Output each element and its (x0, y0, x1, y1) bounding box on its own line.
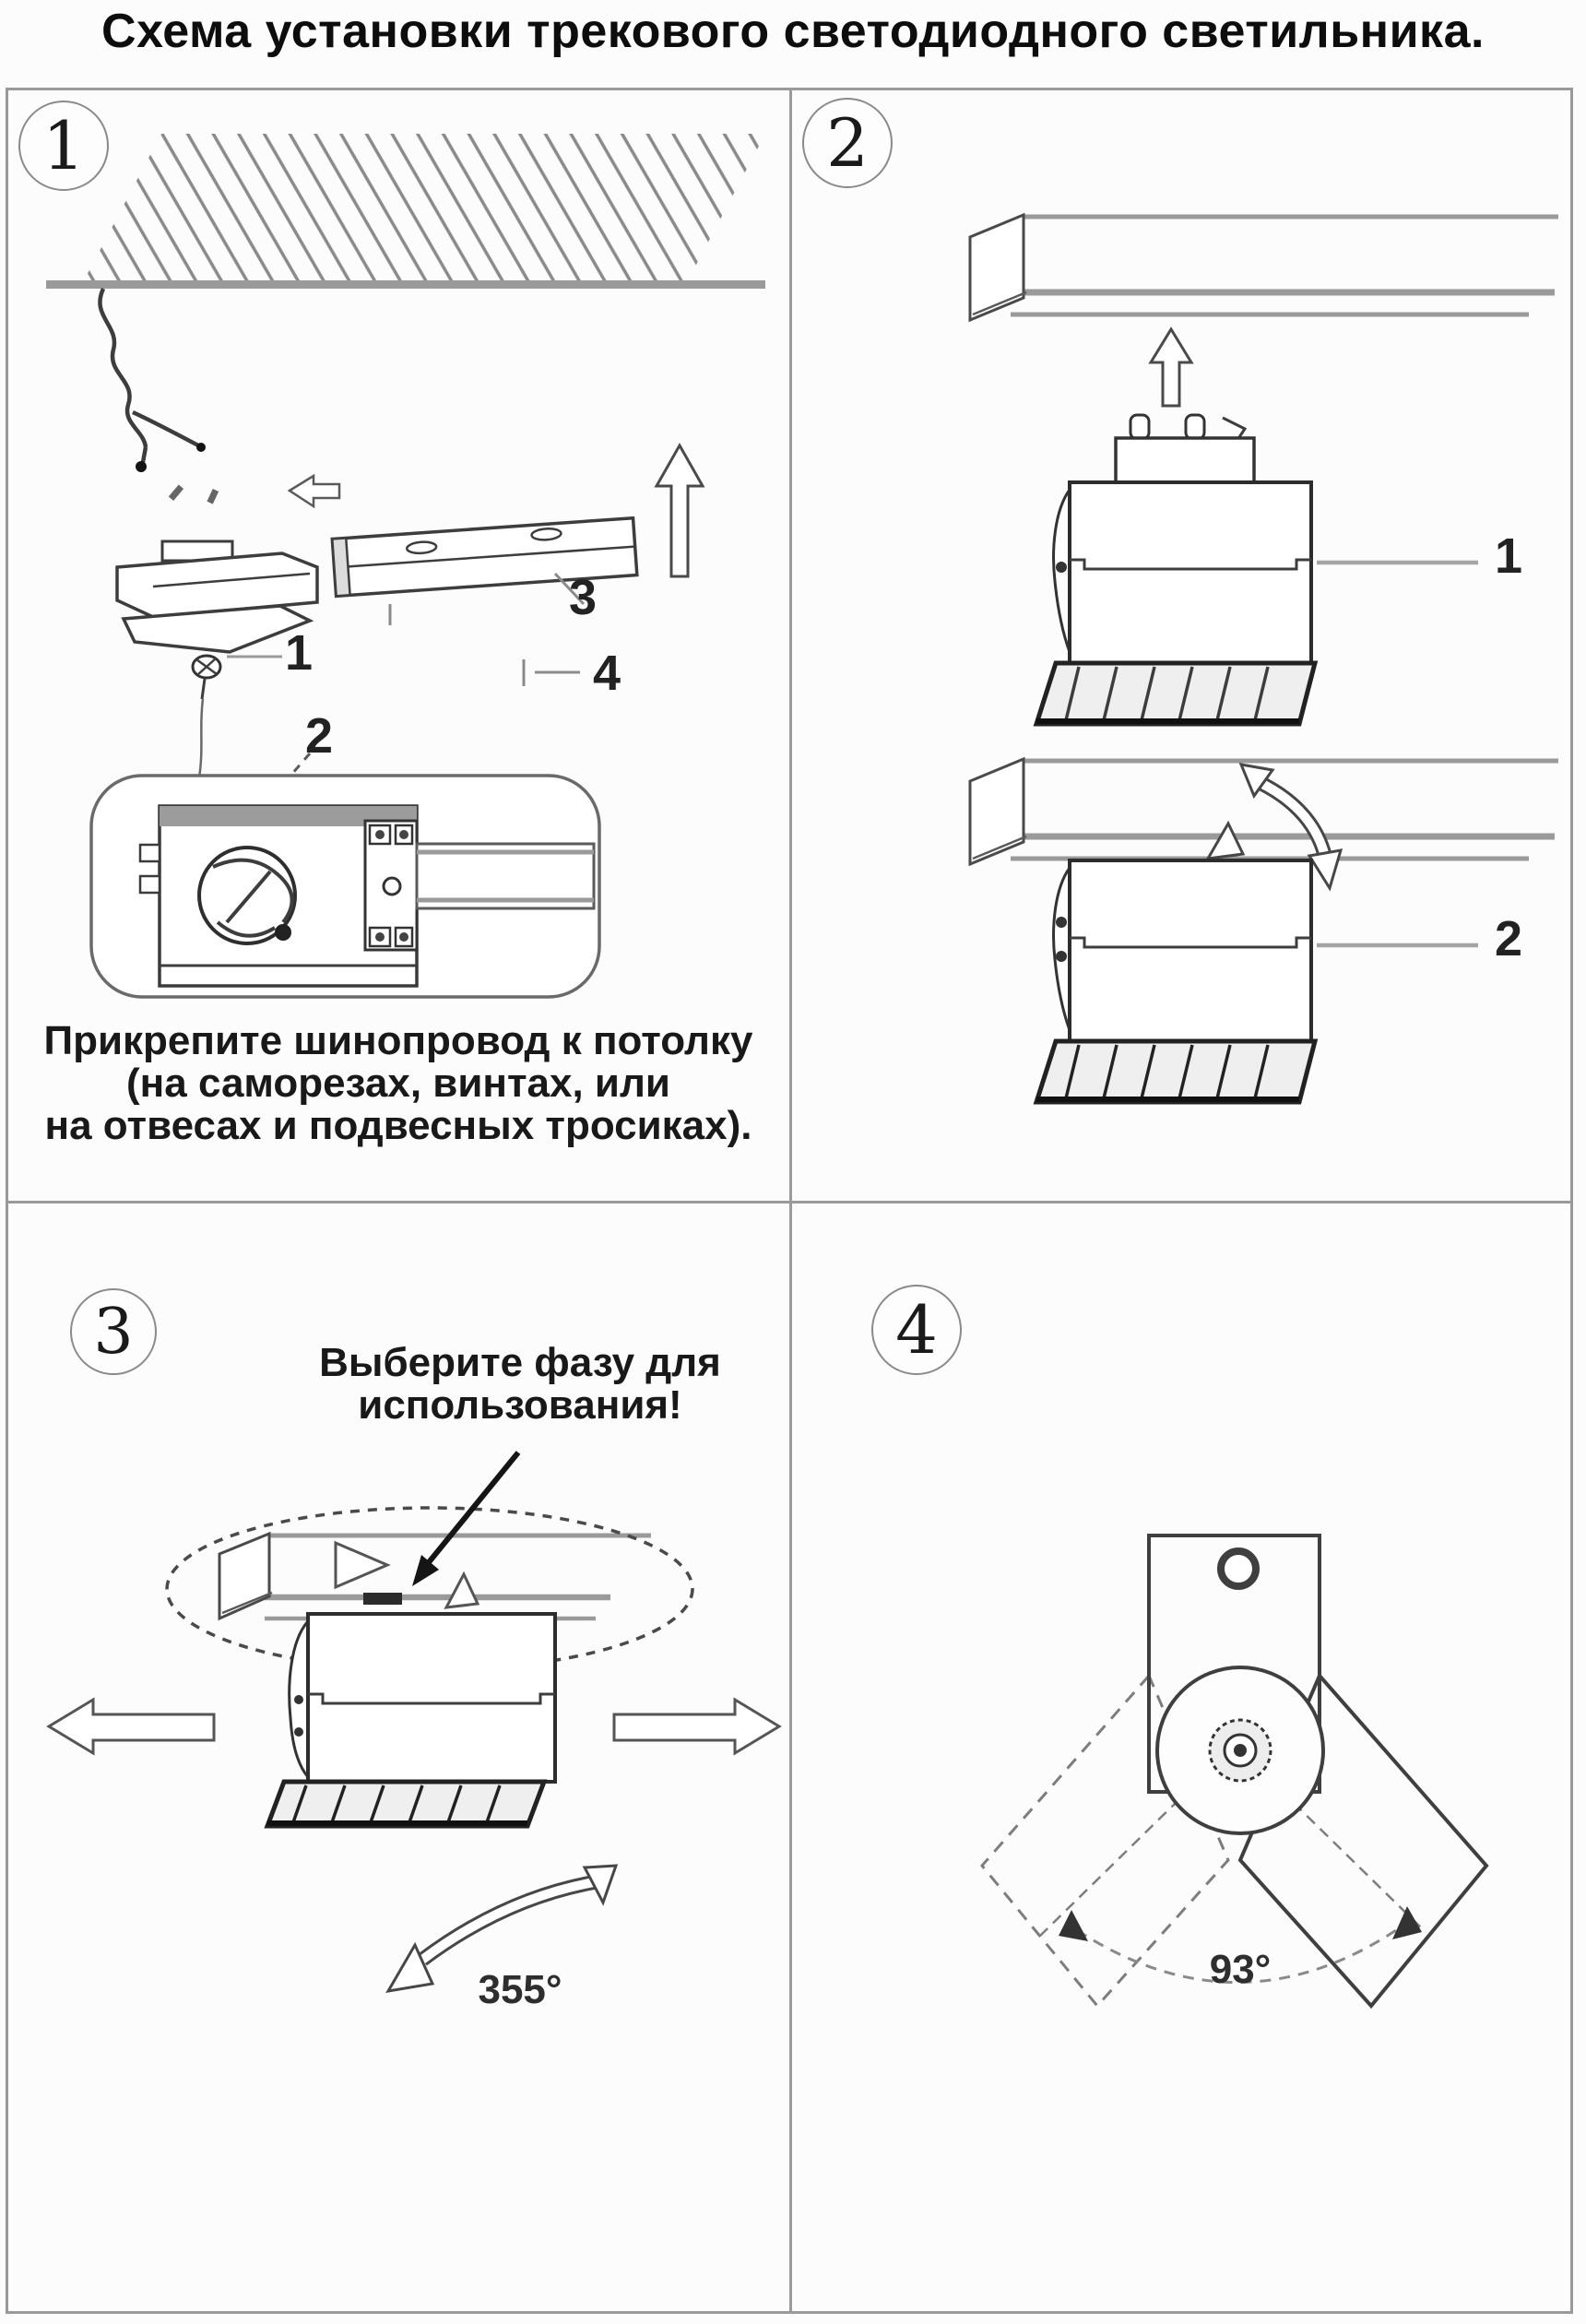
callout-1-screw: 1 (284, 625, 314, 681)
caption-line-1: Выберите фазу для (319, 1340, 721, 1385)
lock-triangle-marker (444, 1571, 480, 1609)
step-1-badge: 1 (18, 101, 109, 191)
track-rail (218, 1531, 651, 1621)
track-end-profile (415, 842, 596, 910)
panel-1-drawing (46, 134, 765, 999)
left-arrow-small-icon (287, 473, 341, 509)
callout-2-detail: 2 (304, 708, 334, 764)
page-title: Схема установки трекового светодиодного … (101, 5, 1485, 58)
louver-grille (1033, 1038, 1319, 1105)
slide-direction-triangle (334, 1540, 391, 1590)
panel-1-caption: Прикрепите шинопровод к потолку (на само… (24, 1020, 773, 1147)
up-arrow-icon (654, 442, 705, 578)
track-section (330, 516, 639, 599)
tilt-angle-arc (1059, 1906, 1422, 1984)
callout-1-luminaire: 1 (1494, 528, 1523, 584)
louver-grille (1033, 660, 1319, 727)
step-2-badge: 2 (802, 98, 893, 188)
insert-up-arrow-icon (1148, 326, 1194, 408)
pivot-joint (1155, 1666, 1325, 1835)
caption-line-3: на отвесах и подвесных тросиках). (44, 1103, 752, 1148)
slide-right-arrow-icon (612, 1697, 782, 1756)
step-3-badge: 3 (70, 1288, 157, 1375)
callout-4-fastener: 4 (592, 646, 621, 701)
slide-left-arrow-icon (46, 1697, 216, 1756)
lock-triangle-marker (1205, 820, 1246, 860)
track-power-connector (115, 540, 319, 654)
mounting-screw (191, 654, 222, 778)
supply-wire (98, 288, 219, 504)
caption-line-1: Прикрепите шинопровод к потолку (43, 1018, 753, 1063)
track-rail-top (968, 212, 1558, 323)
panel-2-drawing (968, 212, 1558, 1105)
pointer-arrow (412, 1451, 521, 1586)
panel-3-drawing (46, 1451, 782, 1994)
mounting-hole (1217, 1547, 1260, 1590)
connector-detail-callout (89, 774, 601, 999)
panel-4-drawing (980, 1534, 1489, 2010)
rotation-arrow-icon (1238, 763, 1343, 892)
step-2-number: 2 (826, 104, 869, 182)
luminaire-on-track (264, 1612, 557, 1829)
callout-2-mounted: 2 (1494, 911, 1523, 966)
step-1-number: 1 (42, 107, 85, 184)
step-4-number: 4 (895, 1291, 938, 1369)
luminaire-detached (1033, 413, 1319, 727)
ceiling-hatch (46, 134, 765, 289)
panel-3-caption: Выберите фазу для использования! (238, 1342, 802, 1427)
louver-grille (264, 1779, 548, 1829)
callout-3-track: 3 (568, 570, 598, 625)
terminal-block (363, 819, 419, 952)
rotation-angle-label: 355° (478, 1967, 562, 2012)
rotation-355-arrow-icon (385, 1864, 619, 1994)
luminaire-mounted (1033, 859, 1319, 1105)
step-3-number: 3 (93, 1295, 134, 1369)
caption-line-2: использования! (358, 1382, 682, 1428)
step-4-badge: 4 (871, 1285, 962, 1375)
wire-coil (197, 846, 297, 945)
grid-divider-horizontal (6, 1201, 1573, 1204)
caption-line-2: (на саморезах, винтах, или (126, 1061, 670, 1106)
tilt-angle-label: 93° (1209, 1947, 1272, 1992)
phase-contact-mark (363, 1593, 402, 1605)
